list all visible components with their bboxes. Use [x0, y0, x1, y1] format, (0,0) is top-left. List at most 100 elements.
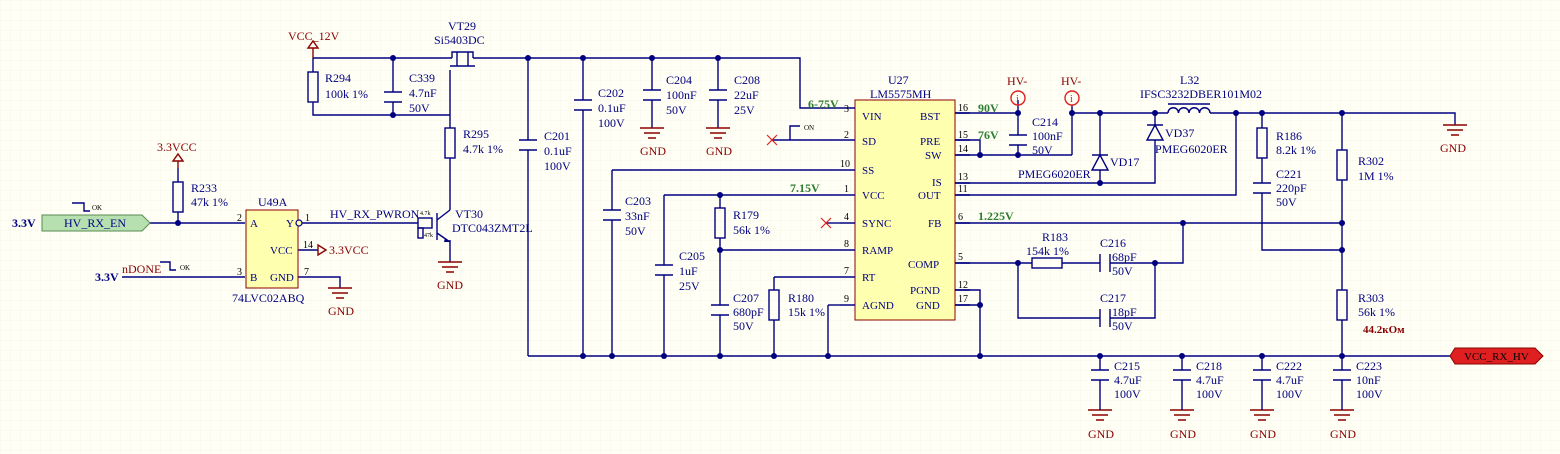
r295-val: 4.7k 1%: [463, 142, 503, 156]
resistor-r180[interactable]: R180 15k 1%: [768, 289, 825, 321]
resistor-r233[interactable]: R233 47k 1%: [172, 181, 228, 213]
power-vcc12: VCC_12V: [288, 29, 340, 58]
gnd-label: GND: [1330, 427, 1356, 441]
ok-marker-2: OK: [160, 261, 190, 272]
u27-pinnum-is: 13: [958, 172, 968, 183]
c217-val1: 18pF: [1112, 305, 1137, 319]
c217-val2: 50V: [1112, 319, 1133, 333]
power-vcc33-right: 3.3VCC: [317, 243, 369, 257]
c222-ref: C222: [1276, 359, 1302, 373]
port-hv-rx-en[interactable]: 3.3V HV_RX_EN: [12, 214, 151, 232]
gnd-c218: GND: [1170, 400, 1196, 441]
c221-val1: 220pF: [1276, 181, 1307, 195]
mosfet-vt29[interactable]: VT29 Si5403DC: [434, 19, 485, 67]
u49a-pinnum-a: 2: [237, 213, 242, 224]
capacitor-c202[interactable]: C202 0.1uF 100V: [574, 86, 626, 130]
transistor-vt30[interactable]: 4.7k 47k VT30 DTC043ZMT2L: [417, 207, 533, 243]
c339-val1: 4.7nF: [409, 86, 437, 100]
chip-u49a[interactable]: U49A 74LVC02ABQ A Y VCC B GND 2 1 14 3 7: [232, 195, 313, 305]
resistor-r303[interactable]: R303 56k 1%: [1336, 289, 1395, 321]
resistor-r183[interactable]: R183 154k 1%: [1026, 230, 1069, 269]
ndone-label: nDONE: [122, 262, 161, 276]
u27-pin-agnd: AGND: [862, 300, 894, 312]
capacitor-c203[interactable]: C203 33nF 50V: [603, 194, 651, 238]
u49a-pinnum-b: 3: [237, 267, 242, 278]
hv-probe-1[interactable]: HV- i: [1007, 74, 1027, 106]
u27-pin-sd: SD: [862, 136, 876, 148]
gnd-label: GND: [706, 144, 732, 158]
on-label: ON: [804, 124, 814, 132]
capacitor-c201[interactable]: C201 0.1uF 100V: [519, 129, 572, 173]
r183-ref: R183: [1042, 230, 1068, 244]
c218-val1: 4.7uF: [1196, 373, 1224, 387]
junctions: [175, 55, 1345, 359]
gnd-c222: GND: [1250, 400, 1276, 441]
gnd-c223: GND: [1330, 400, 1356, 441]
u49a-pin-a: A: [250, 218, 258, 230]
u27-pin-ss: SS: [862, 165, 874, 177]
wires: [122, 57, 1456, 400]
u27-pinnum-vcc: 1: [844, 184, 849, 195]
r186-val: 8.2k 1%: [1276, 143, 1316, 157]
capacitor-c221[interactable]: C221 220pF 50V: [1253, 167, 1307, 209]
resistor-r186[interactable]: R186 8.2k 1%: [1256, 127, 1316, 159]
chip-u27[interactable]: U27 LM5575MH VIN SD SS VCC SYNC RAMP RT …: [840, 73, 970, 321]
c215-ref: C215: [1114, 359, 1140, 373]
c214-ref: C214: [1032, 115, 1058, 129]
capacitor-c215[interactable]: C215 4.7uF 100V: [1091, 359, 1142, 401]
r294-ref: R294: [325, 71, 351, 85]
r180-ref: R180: [788, 291, 814, 305]
hv-rx-pwron-net: HV_RX_PWRON: [330, 207, 420, 221]
ok-label: OK: [180, 264, 190, 272]
u27-pin-vcc: VCC: [862, 190, 885, 202]
diode-vd37[interactable]: VD37 PMEG6020ER: [1145, 123, 1228, 156]
resistor-r179[interactable]: R179 56k 1%: [714, 207, 770, 239]
r179-val: 56k 1%: [733, 223, 770, 237]
capacitor-c207[interactable]: C207 680pF 50V: [711, 291, 764, 333]
capacitor-c205[interactable]: C205 1uF 25V: [655, 249, 705, 293]
u27-pinnum-fb: 6: [958, 212, 963, 223]
gnd-label: GND: [437, 278, 463, 292]
u27-pin-comp: COMP: [908, 259, 939, 271]
c207-ref: C207: [733, 291, 759, 305]
r302-val: 1M 1%: [1358, 169, 1394, 183]
capacitor-c214[interactable]: C214 100nF 50V: [1009, 115, 1063, 157]
c208-val1: 22uF: [734, 88, 759, 102]
r303-ref: R303: [1358, 291, 1384, 305]
l32-val: IFSC3232DBER101M02: [1140, 87, 1262, 101]
r183-val: 154k 1%: [1026, 244, 1069, 258]
c216-val1: 68pF: [1112, 250, 1137, 264]
port-ndone[interactable]: 3.3V nDONE: [95, 262, 161, 284]
capacitor-c222[interactable]: C222 4.7uF 100V: [1253, 359, 1304, 401]
gnd-c208: GND: [706, 127, 732, 158]
hv-probe-2[interactable]: HV- i: [1061, 74, 1081, 106]
ok-marker-1: OK: [72, 202, 102, 212]
u27-pin-fb: FB: [928, 218, 941, 230]
l32-ref: L32: [1180, 73, 1199, 87]
capacitor-c204[interactable]: C204 100nF 50V: [643, 73, 697, 117]
c214-val1: 100nF: [1032, 129, 1063, 143]
resistor-r295[interactable]: R295 4.7k 1%: [444, 127, 503, 159]
capacitor-c216[interactable]: C216 68pF 50V: [1099, 236, 1137, 278]
resistor-r294[interactable]: R294 100k 1%: [307, 71, 368, 103]
u27-pinnum-rt: 7: [844, 266, 849, 277]
inductor-l32[interactable]: L32 IFSC3232DBER101M02: [1140, 73, 1262, 114]
c203-ref: C203: [625, 194, 651, 208]
c208-val2: 25V: [734, 103, 755, 117]
capacitor-c217[interactable]: C217 18pF 50V: [1099, 291, 1137, 333]
capacitor-c208[interactable]: C208 22uF 25V: [709, 73, 760, 117]
r295-ref: R295: [463, 127, 489, 141]
port-vcc-rx-hv[interactable]: VCC_RX_HV: [1449, 347, 1544, 365]
ndone-level: 3.3V: [95, 270, 119, 284]
vd17-ref: VD17: [1110, 155, 1139, 169]
c202-ref: C202: [598, 86, 624, 100]
capacitor-c218[interactable]: C218 4.7uF 100V: [1173, 359, 1224, 401]
u27-pinnum-sw: 14: [958, 144, 968, 155]
u27-pinnum-vin: 3: [844, 104, 849, 115]
capacitor-c223[interactable]: C223 10nF 100V: [1333, 359, 1383, 401]
capacitor-c339[interactable]: C339 4.7nF 50V: [384, 71, 437, 115]
u27-pin-gnd: GND: [916, 300, 940, 312]
diode-vd17[interactable]: VD17 PMEG6020ER: [1018, 153, 1139, 181]
note-bst: 90V: [978, 101, 999, 115]
resistor-r302[interactable]: R302 1M 1%: [1336, 149, 1394, 183]
